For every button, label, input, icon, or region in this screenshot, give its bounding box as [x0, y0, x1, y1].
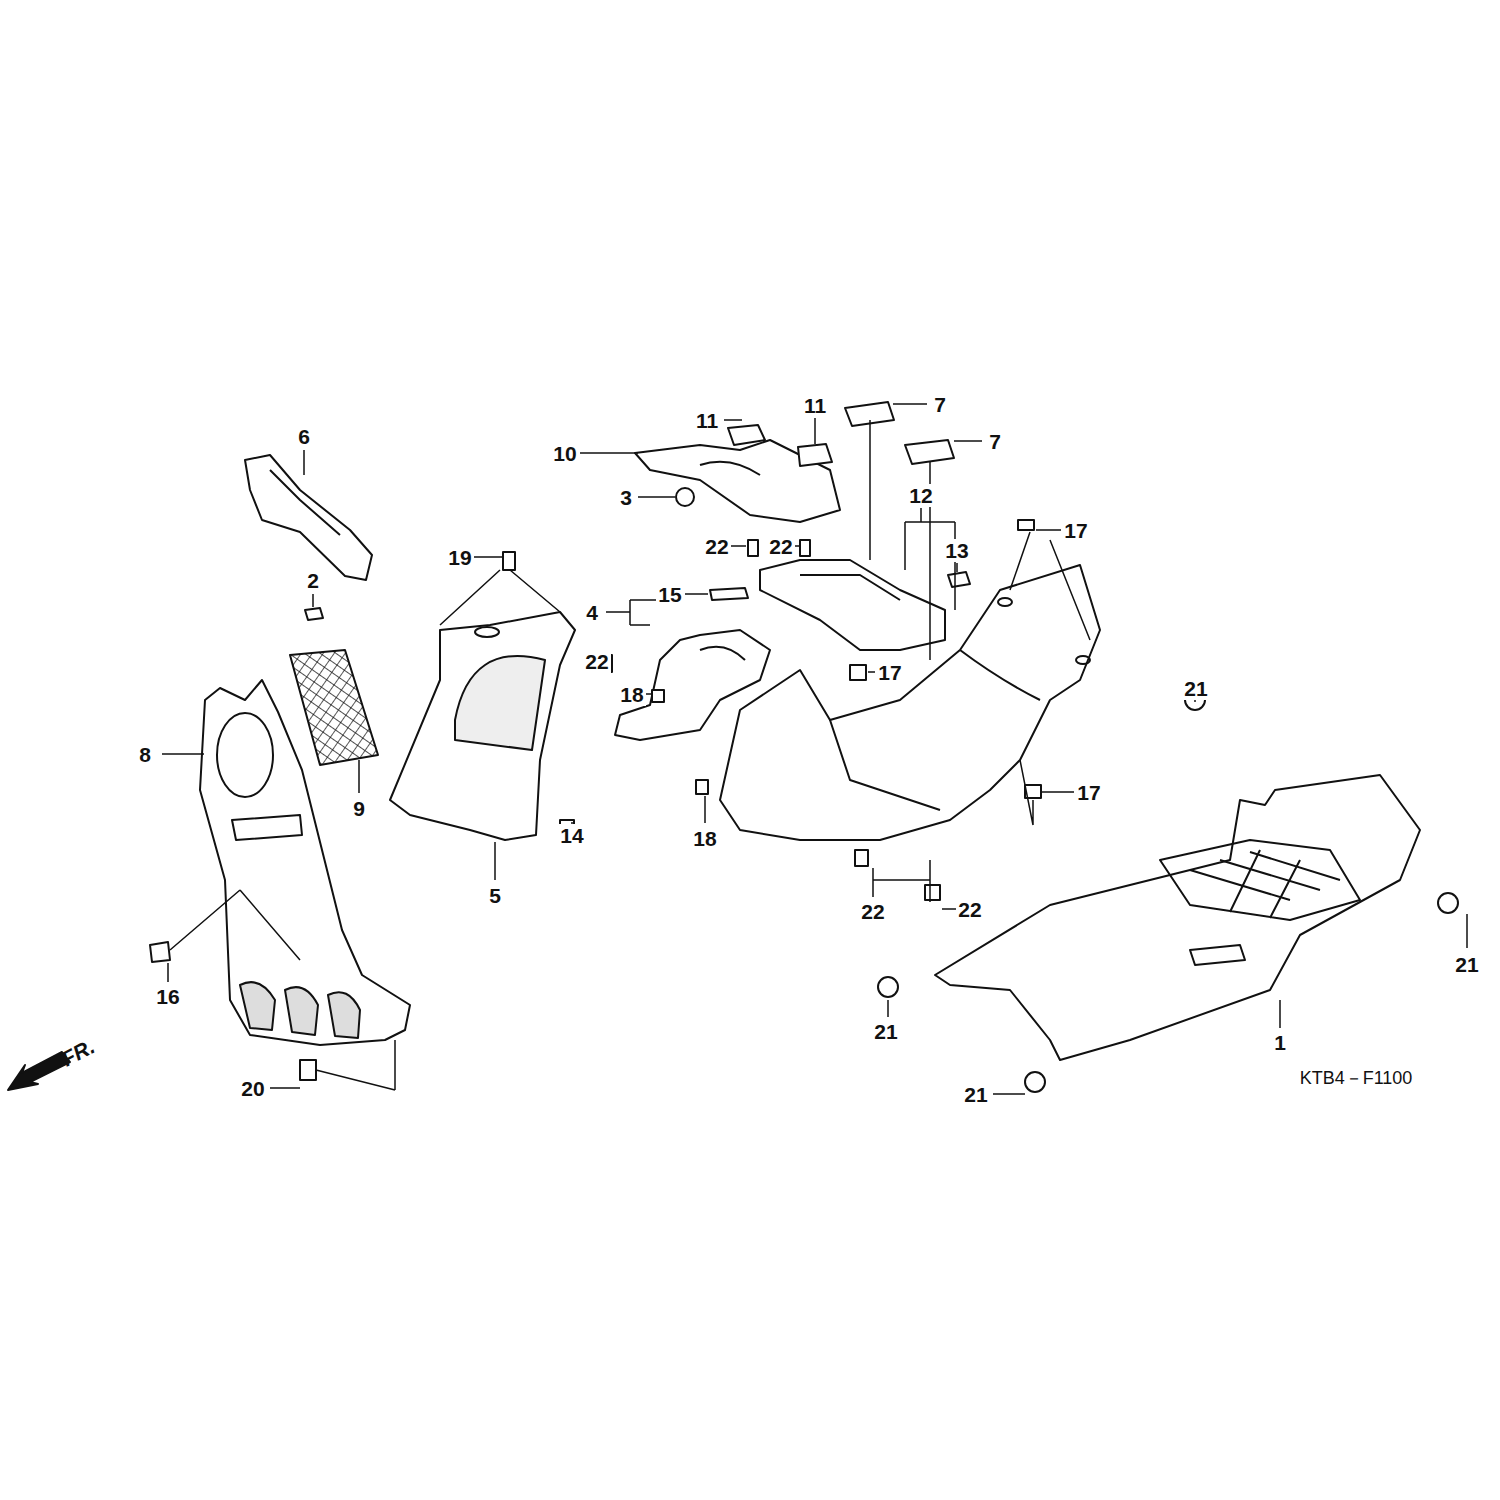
callout-number: 1	[1272, 1031, 1288, 1054]
callout-number: 8	[137, 743, 153, 766]
callout-number: 22	[956, 898, 983, 921]
callout-number: 16	[154, 985, 181, 1008]
callout-number: 21	[962, 1083, 989, 1106]
front-indicator: FR.	[56, 1033, 100, 1071]
callout-number: 3	[618, 486, 634, 509]
callout-number: 22	[703, 535, 730, 558]
callout-number: 18	[618, 683, 645, 706]
callout-number: 4	[584, 601, 600, 624]
callout-number: 14	[558, 824, 585, 847]
callout-number: 20	[239, 1077, 266, 1100]
callout-number: 22	[583, 650, 610, 673]
callout-number: 21	[872, 1020, 899, 1043]
callout-number: 2	[305, 569, 321, 592]
callout-number: 15	[656, 583, 683, 606]
callout-number: 6	[296, 425, 312, 448]
callout-number: 21	[1182, 677, 1209, 700]
callout-number: 22	[767, 535, 794, 558]
callout-number: 17	[1062, 519, 1089, 542]
callout-number: 7	[987, 430, 1003, 453]
callout-number: 17	[876, 661, 903, 684]
callout-number: 17	[1075, 781, 1102, 804]
callout-number: 21	[1453, 953, 1480, 976]
callout-number: 7	[932, 393, 948, 416]
callout-number: 10	[551, 442, 578, 465]
callout-number: 12	[907, 484, 934, 507]
callout-number: 13	[943, 539, 970, 562]
callout-number: 11	[694, 409, 720, 432]
callout-number: 22	[859, 900, 886, 923]
diagram-code: KTB4－F1100	[1298, 1068, 1415, 1088]
callout-number: 11	[802, 394, 828, 417]
callout-number: 9	[351, 797, 367, 820]
callout-number: 19	[446, 546, 473, 569]
callout-number: 5	[487, 884, 503, 907]
callout-number: 18	[691, 827, 718, 850]
